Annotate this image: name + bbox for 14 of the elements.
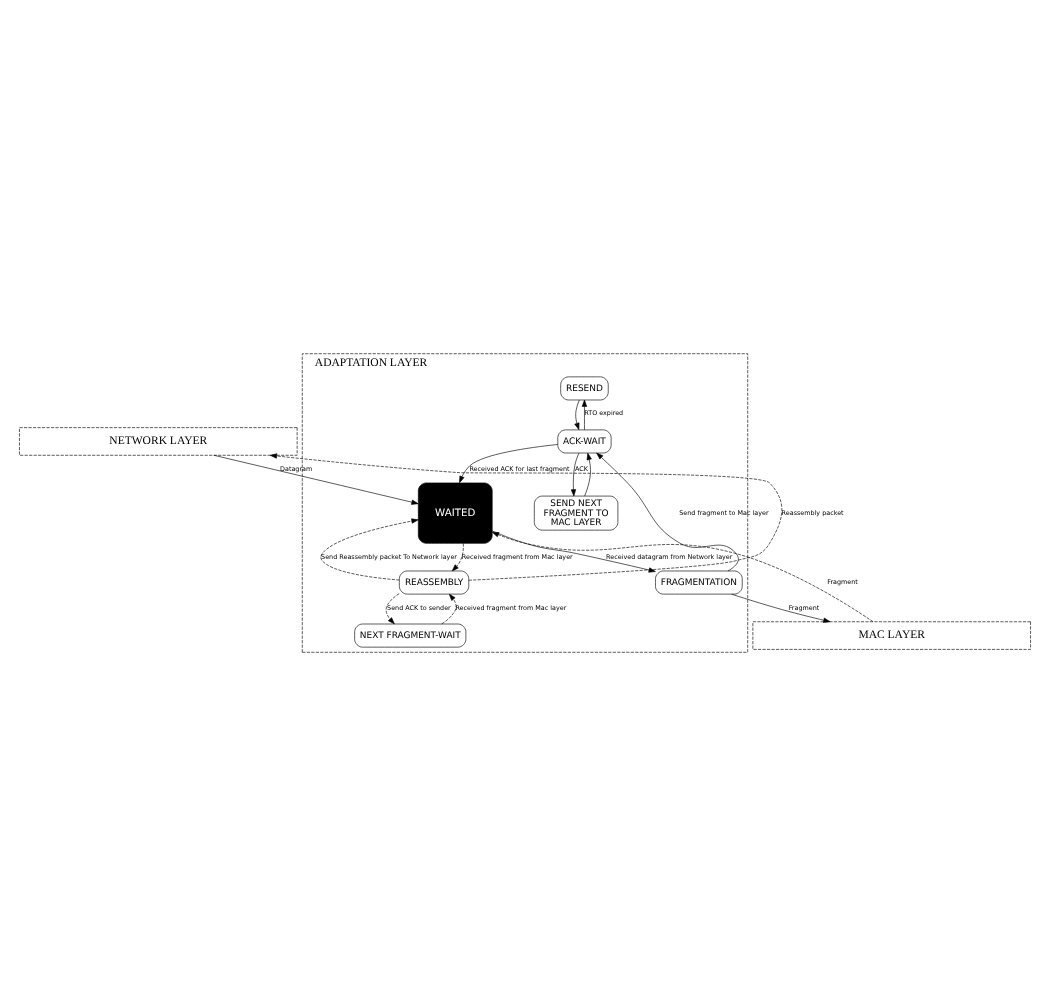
arrow <box>451 543 464 572</box>
arrow <box>570 452 580 497</box>
arrow <box>596 452 739 572</box>
arrow <box>731 593 831 623</box>
arrow <box>584 452 592 497</box>
arrow <box>574 399 580 430</box>
arrow <box>320 518 419 581</box>
arrow <box>385 593 400 625</box>
arrow <box>459 444 558 483</box>
arrow <box>492 530 656 573</box>
arrow <box>441 593 457 625</box>
arrow <box>491 531 874 622</box>
arrow <box>213 454 419 505</box>
arrow <box>269 453 783 581</box>
